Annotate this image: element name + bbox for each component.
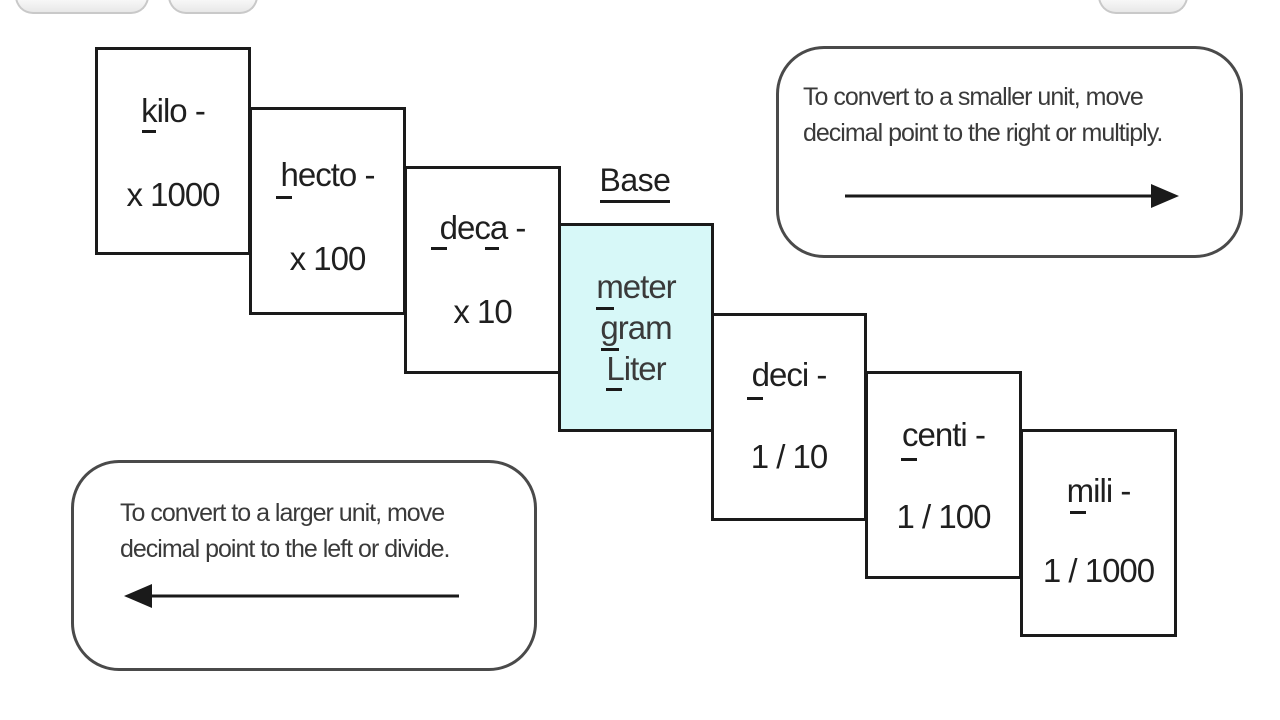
base-label: Base xyxy=(560,162,710,203)
prefix-name-deca: deca xyxy=(439,209,509,246)
prefix-dash-centi: - xyxy=(974,416,986,453)
factor-centi: 1 / 100 xyxy=(896,498,992,535)
prefix-abbrev-underline-kilo xyxy=(142,130,156,133)
right-arrow-icon xyxy=(845,184,1179,208)
convert-to-larger-note: To convert to a larger unit, move decima… xyxy=(71,460,537,671)
prefix-box-kilo: kilo - x 1000 xyxy=(95,47,251,255)
base-unit-meter: meter xyxy=(596,268,676,305)
factor-hecto: x 100 xyxy=(289,240,367,277)
factor-deca: x 10 xyxy=(453,293,512,330)
prefix-abbrev-underline-hecto xyxy=(276,196,292,199)
prefix-name-hecto: hecto xyxy=(280,156,358,193)
base-unit-liter: Liter xyxy=(606,350,666,387)
prefix-box-mili: mili - 1 / 1000 xyxy=(1020,429,1177,637)
base-unit-gram: gram xyxy=(600,309,672,346)
prefix-box-hecto: hecto - x 100 xyxy=(249,107,406,315)
prefix-abbrev-underline-mili xyxy=(1070,511,1086,514)
larger-note-line-1: To convert to a larger unit, move xyxy=(120,499,445,527)
prefix-abbrev-underline-centi xyxy=(901,458,917,461)
convert-to-smaller-note: To convert to a smaller unit, move decim… xyxy=(776,46,1243,258)
smaller-note-line-2: decimal point to the right or multiply. xyxy=(803,119,1163,147)
prefix-dash-hecto: - xyxy=(364,156,375,193)
smaller-note-line-1: To convert to a smaller unit, move xyxy=(803,83,1144,111)
prefix-dash-kilo: - xyxy=(194,92,206,129)
prefix-box-deci: deci - 1 / 10 xyxy=(711,313,867,521)
prefix-name-centi: centi xyxy=(902,416,968,453)
prefix-abbrev-underline-deca-a xyxy=(485,247,499,250)
prefix-name-mili: mili xyxy=(1066,472,1113,509)
factor-kilo: x 1000 xyxy=(126,176,220,213)
prefix-dash-deci: - xyxy=(816,356,827,393)
base-unit-underline-liter xyxy=(606,388,622,391)
base-unit-underline-meter xyxy=(596,307,614,310)
factor-deci: 1 / 10 xyxy=(750,438,829,475)
left-arrow-icon xyxy=(124,584,459,608)
prefix-abbrev-underline-deci xyxy=(747,397,763,400)
prefix-dash-mili: - xyxy=(1120,472,1131,509)
base-unit-underline-gram xyxy=(601,348,619,351)
prefix-box-centi: centi - 1 / 100 xyxy=(865,371,1022,579)
prefix-name-deci: deci xyxy=(751,356,810,393)
prefix-box-deca: deca - x 10 xyxy=(404,166,561,374)
top-decoration-left xyxy=(15,0,149,14)
top-decoration-right xyxy=(1098,0,1188,14)
larger-note-line-2: decimal point to the left or divide. xyxy=(120,535,450,563)
factor-mili: 1 / 1000 xyxy=(1042,552,1155,589)
prefix-dash-deca: - xyxy=(515,209,526,246)
prefix-name-kilo: kilo xyxy=(141,92,188,129)
top-decoration-center xyxy=(168,0,258,14)
prefix-abbrev-underline-deca-d xyxy=(431,247,447,250)
base-units-box: meter gram Liter xyxy=(558,223,714,432)
